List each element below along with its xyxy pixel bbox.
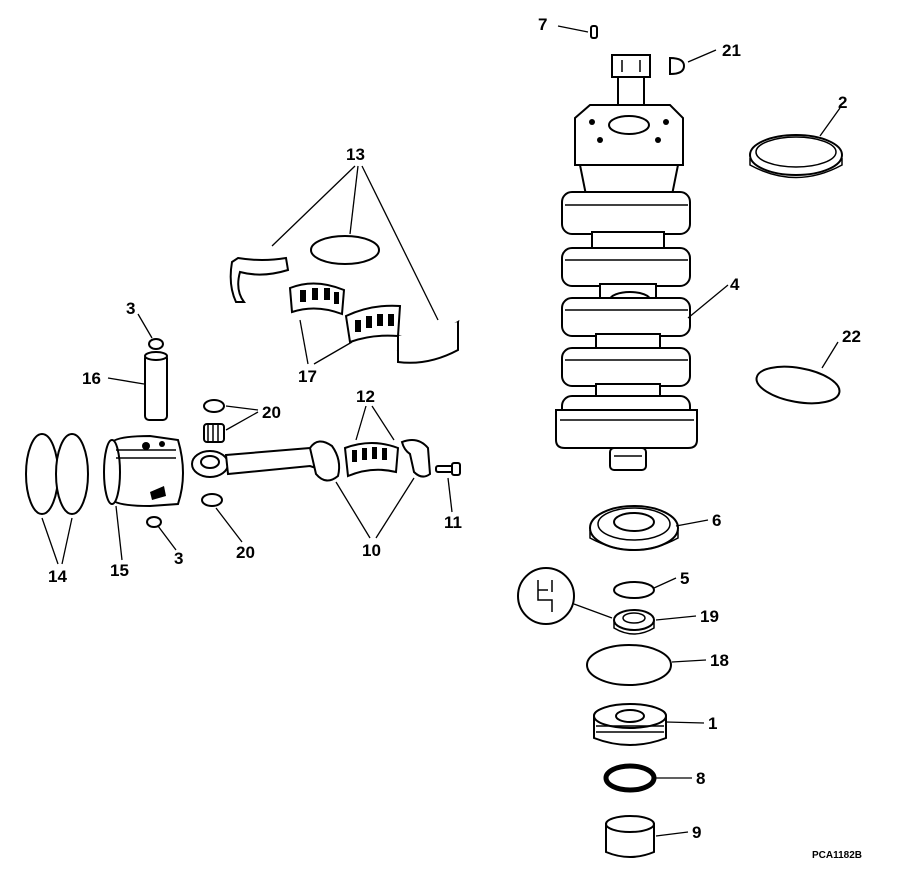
connecting-rod[interactable]	[191, 440, 341, 482]
bearing-housing-1[interactable]	[593, 703, 667, 746]
ring-22[interactable]	[754, 361, 843, 409]
needle-bearing-17-a[interactable]	[288, 282, 346, 316]
label-1: 1	[708, 714, 717, 733]
piston-pin-16[interactable]	[144, 351, 168, 421]
pin-7[interactable]	[590, 25, 598, 39]
leader-lines	[41, 25, 841, 837]
sleeve-9[interactable]	[605, 815, 655, 858]
label-10: 10	[362, 541, 381, 560]
label-20-top: 20	[262, 403, 281, 422]
label-14: 14	[48, 567, 67, 586]
piston-pin-bearing[interactable]	[203, 423, 225, 443]
piston-15[interactable]	[103, 434, 184, 508]
label-4: 4	[730, 275, 740, 294]
ball-bearing-6[interactable]	[589, 505, 679, 551]
crankshaft[interactable]	[555, 54, 698, 471]
label-3-top: 3	[126, 299, 135, 318]
label-12: 12	[356, 387, 375, 406]
retaining-ring-5[interactable]	[613, 581, 655, 599]
diagram-code: PCA1182B	[812, 850, 862, 861]
label-7: 7	[538, 15, 547, 34]
needle-bearing-12-a[interactable]	[343, 442, 400, 478]
label-8: 8	[696, 769, 705, 788]
rod-screw-11[interactable]	[435, 462, 461, 476]
o-ring-18[interactable]	[586, 644, 672, 686]
bearing-ring-13[interactable]	[310, 235, 380, 265]
rod-cap-10[interactable]	[400, 439, 432, 478]
bearing-half-13-right[interactable]	[396, 319, 460, 364]
bearing-half-13-left[interactable]	[229, 256, 290, 303]
label-9: 9	[692, 823, 701, 842]
label-16: 16	[82, 369, 101, 388]
seal-19[interactable]	[613, 609, 655, 635]
piston-ring-14-a[interactable]	[25, 433, 59, 515]
needle-bearing-17-b[interactable]	[344, 304, 402, 344]
retaining-ring-3-bottom[interactable]	[146, 516, 162, 528]
label-17: 17	[298, 367, 317, 386]
label-11: 11	[444, 513, 462, 532]
label-2: 2	[838, 93, 847, 112]
label-21: 21	[722, 41, 741, 60]
label-19: 19	[700, 607, 719, 626]
label-5: 5	[680, 569, 689, 588]
label-3-bottom: 3	[174, 549, 183, 568]
label-13: 13	[346, 145, 365, 164]
piston-ring-14-b[interactable]	[55, 433, 89, 515]
label-15: 15	[110, 561, 129, 580]
ring-2[interactable]	[749, 134, 843, 179]
seal-8[interactable]	[603, 763, 657, 793]
woodruff-key-21[interactable]	[669, 56, 686, 76]
thrust-washer-20-top[interactable]	[203, 399, 225, 413]
thrust-washer-20-bottom[interactable]	[201, 493, 223, 507]
label-22: 22	[842, 327, 861, 346]
label-18: 18	[710, 651, 729, 670]
label-20-bottom: 20	[236, 543, 255, 562]
label-6: 6	[712, 511, 721, 530]
lubricant-callout	[517, 567, 613, 625]
retaining-ring-3-top[interactable]	[148, 338, 164, 350]
part-labels: 7 21 2 4 22 6 5 19 18 1 8 9 13 17 3 16 2…	[48, 15, 862, 861]
